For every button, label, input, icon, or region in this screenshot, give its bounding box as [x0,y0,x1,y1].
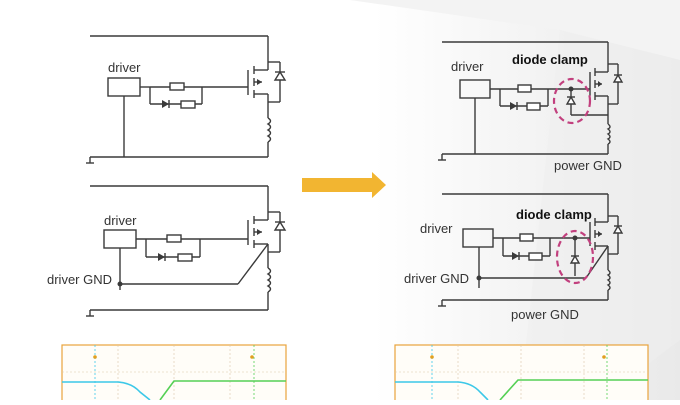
diode-icon [158,253,165,261]
scope-frame [394,344,649,405]
power-gnd-label: power GND [511,307,579,322]
kelvin-source-wire [237,243,269,285]
diode-clamp-label: diode clamp [516,207,592,222]
scope-right [394,344,649,405]
resistor-icon [180,100,196,109]
inductor-icon [266,108,272,157]
diode-icon [565,95,577,105]
circuit-bottom-left [86,185,287,317]
driver-label: driver [420,221,453,236]
scope-left [61,344,287,405]
mosfet-icon [247,58,287,108]
marker-icon [93,355,97,359]
driver-label: driver [108,60,141,75]
resistor-icon [169,82,185,91]
diode-icon [162,100,169,108]
diode-clamp-label: diode clamp [512,52,588,67]
resistor-icon [519,233,534,242]
circuit-bottom-right [438,193,624,307]
diode-icon [510,102,517,110]
driver-label: driver [104,213,137,228]
driver-gnd-label: driver GND [404,271,469,286]
marker-icon [250,355,254,359]
driver-gnd-label: driver GND [47,272,112,287]
background-facet [350,0,680,60]
resistor-icon [177,253,193,262]
circuit-top-left [86,35,287,164]
resistor-icon [517,84,532,93]
mosfet-icon [247,208,287,258]
trace-cyan [62,381,151,401]
marker-icon [602,355,606,359]
clamp-highlight [552,77,592,125]
right-arrow-icon [302,172,386,198]
inductor-icon [266,258,272,310]
scope-grid [395,345,648,400]
trace-green [159,380,286,401]
resistor-icon [528,252,543,261]
inductor-icon [606,120,611,154]
clamp-highlight [555,229,595,285]
trace-cyan [395,381,489,401]
background-facet [520,30,680,400]
resistor-icon [166,234,182,243]
mosfet-icon [589,62,624,120]
circuit-top-right [438,41,624,161]
inductor-icon [606,266,611,300]
driver-label: driver [451,59,484,74]
diode-icon [512,252,519,260]
resistor-icon [526,102,541,111]
diode-icon [569,254,581,264]
marker-icon [430,355,434,359]
trace-green [499,379,648,401]
power-gnd-label: power GND [554,158,622,173]
scope-grid [62,345,286,400]
